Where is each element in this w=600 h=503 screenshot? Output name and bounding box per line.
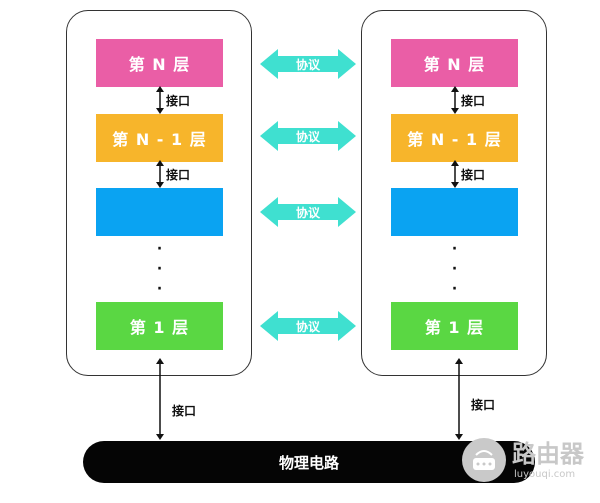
left-layer-blank [96,188,223,236]
horizontal-double-arrow-icon [260,197,356,227]
watermark-text: 路由器 [512,440,584,468]
right-interface-n-label: 接口 [461,94,486,108]
physical-circuit-bar: 物理电路 [83,441,535,483]
left-interface-n1-label: 接口 [166,168,191,182]
left-layer-1: 第 1 层 [96,302,223,350]
left-interface-physical: 接口 [154,358,204,440]
left-interface-n-label: 接口 [166,94,191,108]
right-dot-2: · [451,261,458,277]
protocol-label-n1: 协议 [295,129,320,144]
protocol-arrow-n: 协议 [260,49,356,79]
left-ellipsis: · · · [96,239,223,299]
right-layer-1: 第 1 层 [391,302,518,350]
double-arrow-icon [156,160,164,188]
right-interface-n1: 接口 [449,160,499,188]
left-dot-3: · [156,281,163,297]
double-arrow-icon [451,86,459,114]
right-ellipsis: · · · [391,239,518,299]
protocol-label-blank: 协议 [295,205,320,220]
horizontal-double-arrow-icon [260,49,356,79]
protocol-label-1: 协议 [295,319,320,334]
left-protocol-stack: 第 N 层 第 N - 1 层 · · · 第 1 层 [66,10,252,376]
right-interface-n1-label: 接口 [461,168,486,182]
left-interface-n1: 接口 [154,160,204,188]
right-layer-blank [391,188,518,236]
protocol-arrow-1: 协议 [260,311,356,341]
right-interface-physical-label: 接口 [471,398,496,412]
left-layer-n: 第 N 层 [96,39,223,87]
double-arrow-icon [455,358,463,440]
protocol-label-n: 协议 [295,57,320,72]
router-logo-icon [462,438,506,482]
left-interface-physical-label: 接口 [172,404,197,418]
left-dot-1: · [156,241,163,257]
horizontal-double-arrow-icon [260,121,356,151]
protocol-arrow-blank: 协议 [260,197,356,227]
double-arrow-icon [156,358,164,440]
right-dot-1: · [451,241,458,257]
horizontal-double-arrow-icon [260,311,356,341]
double-arrow-icon [156,86,164,114]
right-dot-3: · [451,281,458,297]
right-interface-n: 接口 [449,86,499,114]
left-dot-2: · [156,261,163,277]
protocol-arrow-n1: 协议 [260,121,356,151]
double-arrow-icon [451,160,459,188]
watermark-subtext: luyouqi.com [514,469,576,480]
right-layer-n-minus-1: 第 N - 1 层 [391,114,518,162]
right-layer-n: 第 N 层 [391,39,518,87]
right-interface-physical: 接口 [453,358,503,440]
left-layer-n-minus-1: 第 N - 1 层 [96,114,223,162]
left-interface-n: 接口 [154,86,204,114]
right-protocol-stack: 第 N 层 第 N - 1 层 · · · 第 1 层 [361,10,547,376]
